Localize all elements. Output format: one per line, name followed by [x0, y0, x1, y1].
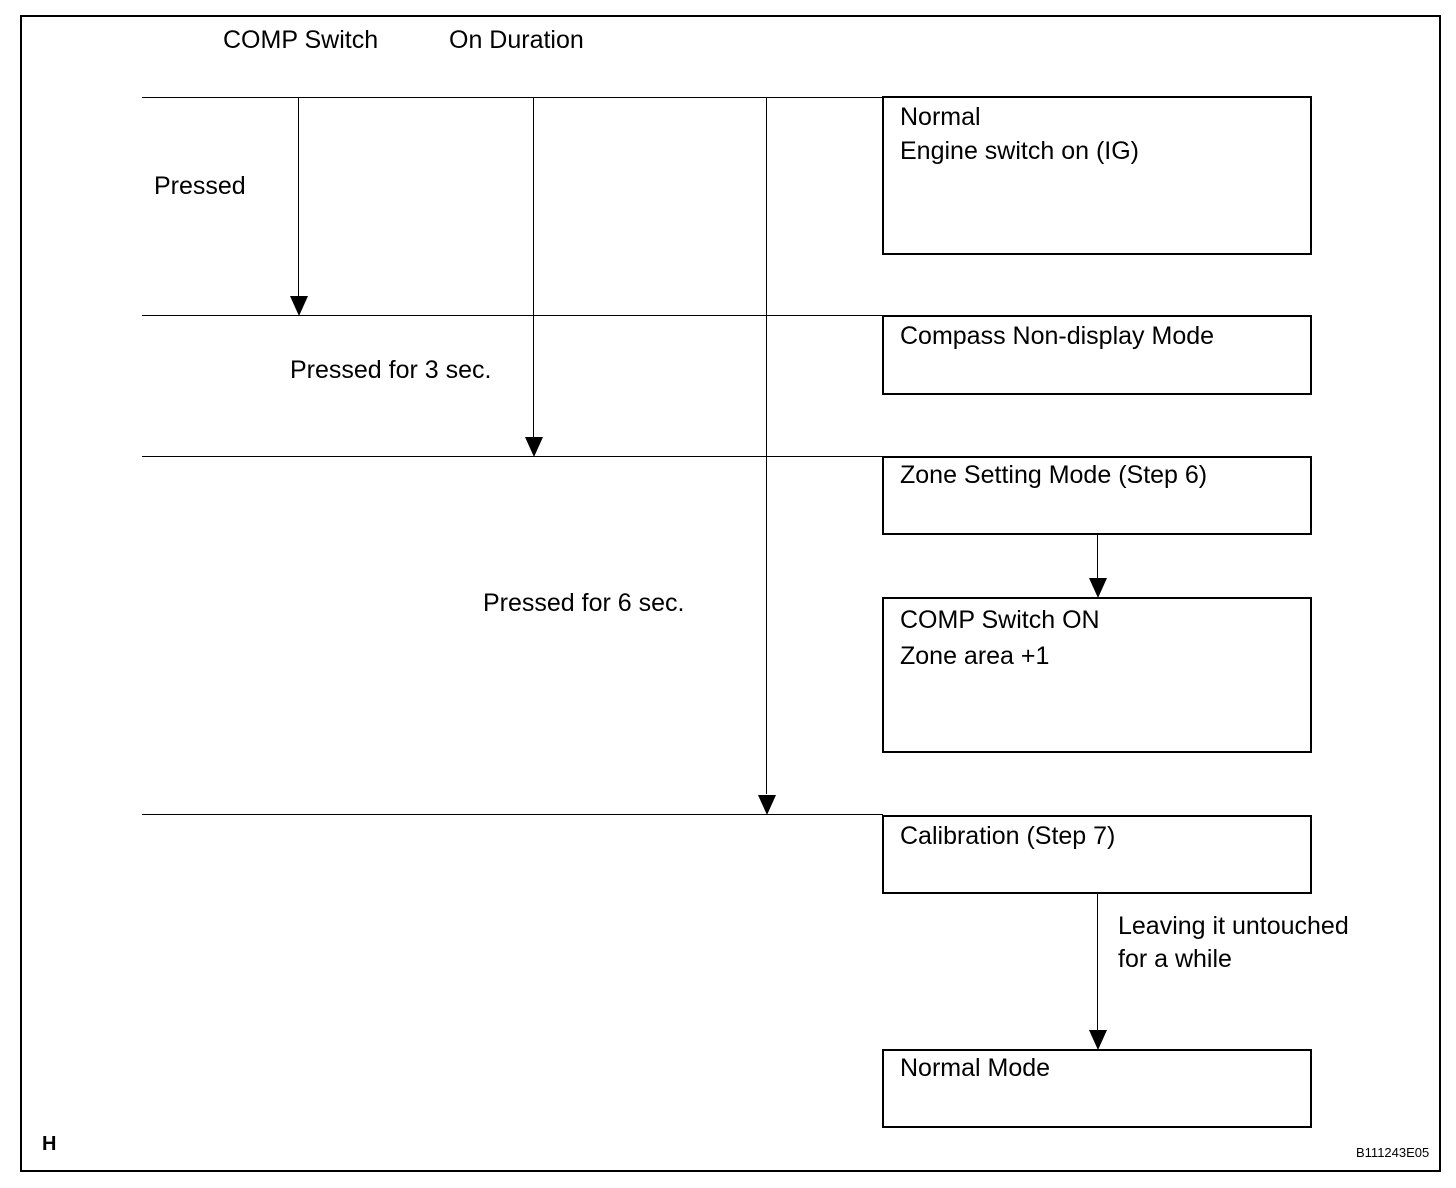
box-normal-subtitle: Engine switch on (IG) — [900, 137, 1139, 165]
box-normal-mode-title: Normal Mode — [900, 1054, 1051, 1082]
box-calibration: Calibration (Step 7) — [882, 815, 1312, 894]
figure-id: B111243E05 — [1356, 1145, 1430, 1160]
box-compass-nondisplay-title: Compass Non-display Mode — [900, 322, 1215, 350]
arrow-calib-to-normal-line — [1097, 894, 1098, 1031]
arrow-pressed-head — [290, 296, 308, 316]
arrow-zone-to-comp-head — [1089, 578, 1107, 598]
arrow-6sec-line — [766, 97, 767, 794]
arrow-calib-to-normal-head — [1089, 1030, 1107, 1050]
box-zone-setting-title: Zone Setting Mode (Step 6) — [900, 461, 1208, 489]
arrow-3sec-line — [533, 97, 534, 438]
label-pressed-3sec: Pressed for 3 sec. — [290, 356, 492, 384]
stage-line-calibration — [142, 814, 883, 815]
box-normal: Normal Engine switch on (IG) — [882, 96, 1312, 255]
arrow-pressed-line — [298, 97, 299, 297]
arrow-3sec-head — [525, 437, 543, 457]
box-normal-title: Normal — [900, 103, 981, 131]
header-on-duration: On Duration — [449, 26, 584, 54]
arrow-6sec-head — [758, 795, 776, 815]
header-comp-switch: COMP Switch — [223, 26, 379, 54]
box-comp-switch-on: COMP Switch ON Zone area +1 — [882, 597, 1312, 753]
label-pressed: Pressed — [154, 172, 246, 200]
label-pressed-6sec: Pressed for 6 sec. — [483, 589, 685, 617]
box-compass-nondisplay: Compass Non-display Mode — [882, 315, 1312, 395]
box-zone-setting: Zone Setting Mode (Step 6) — [882, 456, 1312, 535]
box-comp-switch-on-subtitle: Zone area +1 — [900, 642, 1050, 670]
corner-letter: H — [42, 1133, 57, 1155]
box-normal-mode: Normal Mode — [882, 1049, 1312, 1128]
label-leaving-line2: for a while — [1118, 945, 1232, 973]
label-leaving-line1: Leaving it untouched — [1118, 912, 1349, 940]
stage-line-normal — [142, 97, 883, 98]
arrow-zone-to-comp-line — [1097, 535, 1098, 579]
stage-line-zone — [142, 456, 883, 457]
box-comp-switch-on-title: COMP Switch ON — [900, 606, 1100, 634]
diagram-frame — [20, 15, 1441, 1172]
box-calibration-title: Calibration (Step 7) — [900, 822, 1116, 850]
stage-line-compass — [142, 315, 883, 316]
